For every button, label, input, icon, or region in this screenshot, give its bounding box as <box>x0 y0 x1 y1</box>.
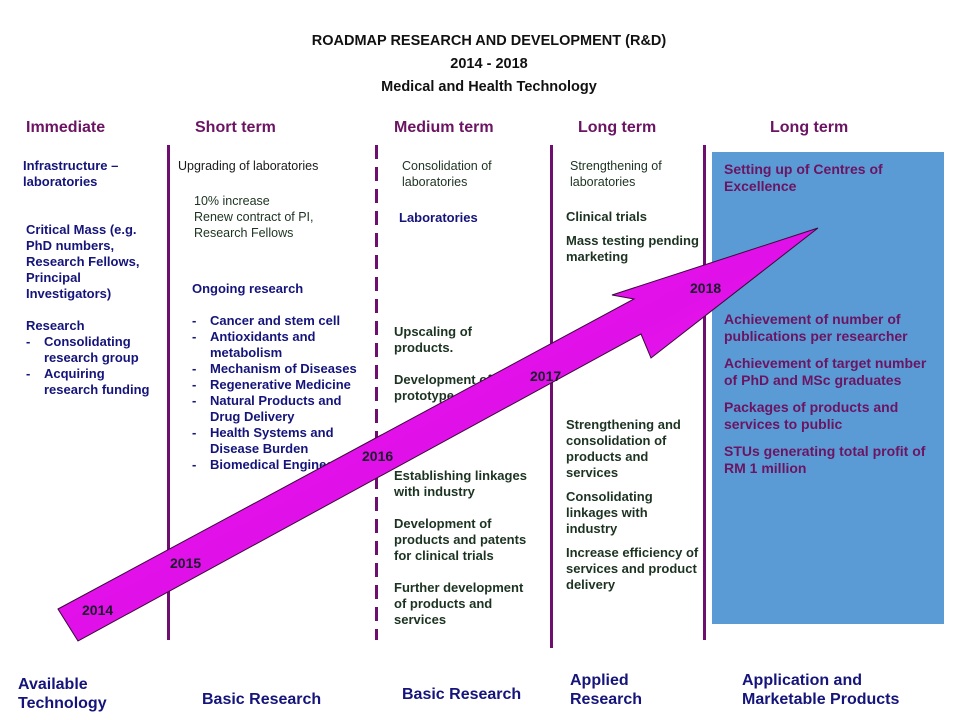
research-area: Natural Products and Drug Delivery <box>192 393 372 425</box>
medium-clinical-products: Development of products and patents for … <box>394 516 527 563</box>
medium-linkages: Establishing linkages with industry <box>394 468 527 499</box>
year-label: 2014 <box>82 602 114 618</box>
research-area: Regenerative Medicine <box>192 377 372 393</box>
header-short-term: Short term <box>195 119 276 136</box>
immediate-critical-mass: Critical Mass (e.g. PhD numbers, Researc… <box>26 222 140 301</box>
medium-prototype: Development of prototype <box>394 372 492 403</box>
medium-laboratories: Laboratories <box>399 210 478 225</box>
year-label: 2016 <box>362 448 394 464</box>
footer-available-technology: Available Technology <box>18 676 107 712</box>
outcome-packages: Packages of products and services to pub… <box>724 399 899 432</box>
immediate-research: Research Consolidating research group Ac… <box>26 318 161 398</box>
footer-basic-research-1: Basic Research <box>202 691 322 708</box>
research-area: Antioxidants and metabolism <box>192 329 372 361</box>
divider-long-term <box>550 145 553 648</box>
divider-medium-term-dashed <box>375 145 378 640</box>
long1-consolidating-linkages: Consolidating linkages with industry <box>566 489 653 536</box>
research-area: Mechanism of Diseases <box>192 361 372 377</box>
short-ongoing-research-list: Cancer and stem cell Antioxidants and me… <box>192 313 372 473</box>
header-long-term-2: Long term <box>770 119 849 136</box>
divider-long-term-2 <box>703 145 706 640</box>
short-increase-line1: 10% increase <box>194 194 270 208</box>
roadmap-title: ROADMAP RESEARCH AND DEVELOPMENT (R&D) <box>311 33 667 49</box>
long1-mass-testing: Mass testing pending marketing <box>566 233 699 264</box>
medium-consolidation-labs: Consolidation of laboratories <box>402 159 492 189</box>
year-label: 2018 <box>690 280 722 296</box>
roadmap-subtitle: Medical and Health Technology <box>381 79 597 95</box>
short-upgrading-labs: Upgrading of laboratories <box>178 159 319 173</box>
medium-further-development: Further development of products and serv… <box>394 580 524 627</box>
outcomes-box <box>712 152 944 624</box>
long1-clinical-trials: Clinical trials <box>566 209 647 224</box>
arrow-shape <box>57 227 819 642</box>
immediate-research-title: Research <box>26 318 85 333</box>
footer-applied-research: Applied Research <box>570 672 643 708</box>
immediate-research-bullet: Acquiring research funding <box>26 366 161 398</box>
short-increase: 10% increase Renew contract of PI, Resea… <box>194 193 369 241</box>
short-increase-line2: Renew contract of PI, Research Fellows <box>194 210 314 240</box>
roadmap-year-range: 2014 - 2018 <box>450 56 528 72</box>
header-medium-term: Medium term <box>394 119 494 136</box>
header-immediate: Immediate <box>26 119 106 136</box>
outcome-centres-of-excellence: Setting up of Centres of Excellence <box>724 161 883 194</box>
outcome-stus-profit: STUs generating total profit of RM 1 mil… <box>724 443 926 476</box>
long1-strengthening-products: Strengthening and consolidation of produ… <box>566 417 681 480</box>
outcome-publications: Achievement of number of publications pe… <box>724 311 908 344</box>
research-area: Cancer and stem cell <box>192 313 372 329</box>
research-area: Health Systems and Disease Burden <box>192 425 372 457</box>
header-long-term-1: Long term <box>578 119 657 136</box>
immediate-infrastructure: Infrastructure – laboratories <box>23 158 119 189</box>
short-ongoing-research-title: Ongoing research <box>192 281 304 296</box>
year-label: 2015 <box>170 555 202 571</box>
long1-strengthening-labs: Strengthening of laboratories <box>570 159 662 189</box>
outcome-graduates: Achievement of target number of PhD and … <box>724 355 927 388</box>
year-label: 2017 <box>530 368 562 384</box>
medium-upscaling: Upscaling of products. <box>394 324 473 355</box>
long1-efficiency: Increase efficiency of services and prod… <box>566 545 699 592</box>
immediate-research-bullet: Consolidating research group <box>26 334 161 366</box>
footer-basic-research-2: Basic Research <box>402 686 522 703</box>
footer-application-marketable: Application and Marketable Products <box>742 672 900 708</box>
divider-short-term <box>167 145 170 640</box>
